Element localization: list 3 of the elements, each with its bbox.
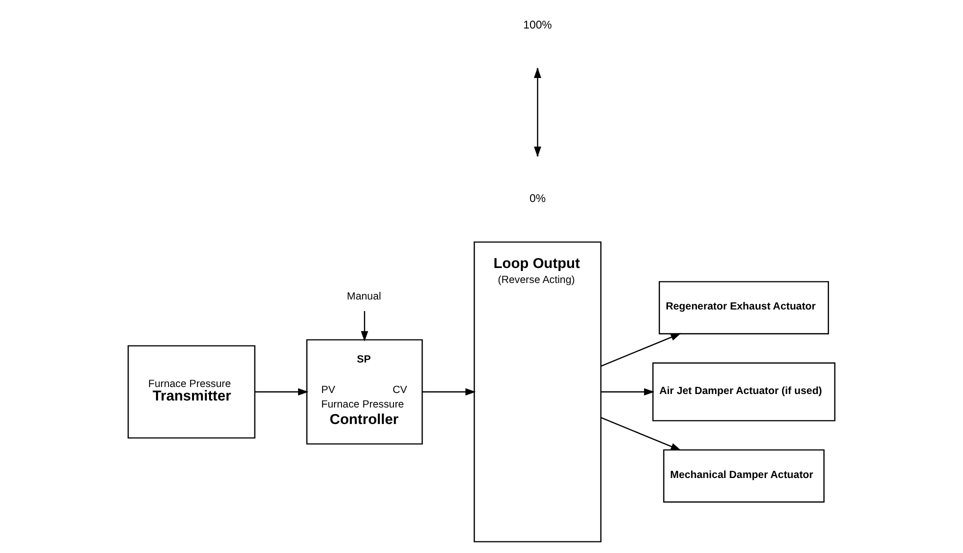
label: 100%: [523, 20, 552, 32]
node-text: Manual: [346, 291, 382, 302]
label: 0%: [529, 192, 546, 205]
